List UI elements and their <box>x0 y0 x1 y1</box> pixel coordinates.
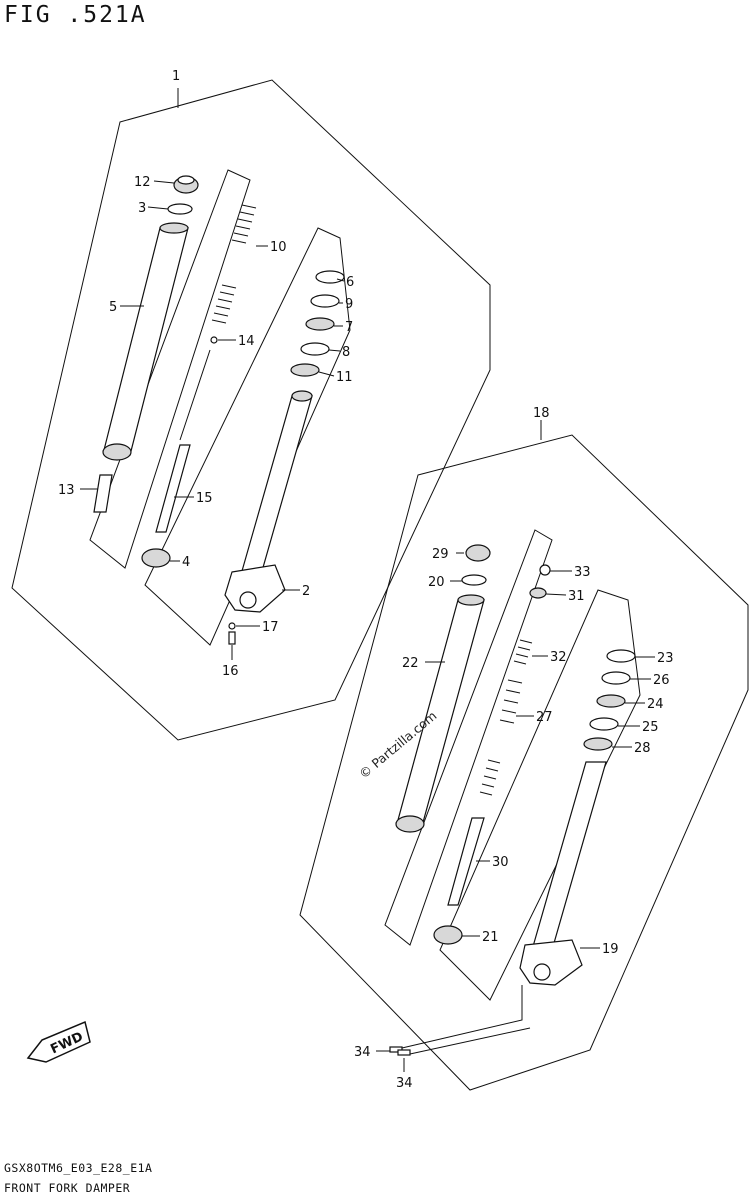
part-13-guide <box>93 474 113 513</box>
part-25-clip <box>589 717 619 731</box>
callout-34-bottom: 34 <box>396 1076 413 1091</box>
callout-27: 27 <box>536 710 553 725</box>
fwd-arrow-icon: FWD <box>26 1020 91 1063</box>
part-15-cartridge <box>155 444 191 533</box>
part-11-bushing <box>290 363 320 377</box>
part-32-spring <box>513 639 533 665</box>
part-34-bolt-b <box>397 1049 411 1056</box>
part-14-bolt <box>210 336 218 344</box>
callout-7: 7 <box>345 320 353 335</box>
part-inner-tube-top <box>291 390 313 402</box>
callout-23: 23 <box>657 651 674 666</box>
callout-21: 21 <box>482 930 499 945</box>
callout-16: 16 <box>222 664 239 679</box>
part-19-axle-holder <box>519 939 583 986</box>
part-17-washer <box>228 622 236 630</box>
callout-24: 24 <box>647 697 664 712</box>
part-29-cap <box>465 544 491 562</box>
callout-2: 2 <box>302 584 310 599</box>
part-15-rod <box>179 349 211 441</box>
figure-title: FIG .521A <box>4 2 147 28</box>
part-3-o-ring <box>167 203 193 215</box>
part-30-cartridge <box>447 817 485 906</box>
part-spring-lower-right <box>479 759 501 796</box>
part-8-clip <box>300 342 330 356</box>
part-inner-tube <box>237 395 313 586</box>
part-16-bolt <box>228 631 236 645</box>
part-6-seal <box>315 270 345 284</box>
part-inner-tube-right <box>531 761 607 951</box>
part-28-bushing <box>583 737 613 751</box>
part-21-bushing <box>433 925 463 945</box>
callout-15: 15 <box>196 491 213 506</box>
part-12-cap-top <box>177 175 195 185</box>
left-assembly-outline <box>11 79 491 741</box>
part-22-tube-bottom <box>395 815 425 833</box>
callout-4: 4 <box>182 555 190 570</box>
part-7-seal <box>305 317 335 331</box>
callout-25: 25 <box>642 720 659 735</box>
callout-8: 8 <box>342 345 350 360</box>
part-20-o-ring <box>461 574 487 586</box>
callout-22: 22 <box>402 656 419 671</box>
callout-10: 10 <box>270 240 287 255</box>
callout-26: 26 <box>653 673 670 688</box>
callout-6: 6 <box>346 275 354 290</box>
callout-30: 30 <box>492 855 509 870</box>
callout-18: 18 <box>533 406 550 421</box>
callout-17: 17 <box>262 620 279 635</box>
footer-model-code: GSX8OTM6_E03_E28_E1A <box>4 1161 153 1175</box>
callout-34-left: 34 <box>354 1045 371 1060</box>
part-5-tube-bottom <box>102 443 132 461</box>
callout-13: 13 <box>58 483 75 498</box>
part-24-seal <box>596 694 626 708</box>
right-assembly-outline <box>299 434 749 1091</box>
callout-33: 33 <box>574 565 591 580</box>
callout-20: 20 <box>428 575 445 590</box>
part-5-tube-top <box>159 222 189 234</box>
part-10-spring <box>231 204 257 244</box>
callout-3: 3 <box>138 201 146 216</box>
part-22-outer-tube <box>397 599 485 827</box>
part-23-seal <box>606 649 636 663</box>
footer-section-name: FRONT FORK DAMPER <box>4 1181 131 1195</box>
callout-14: 14 <box>238 334 255 349</box>
part-spring-lower <box>211 284 237 324</box>
callout-19: 19 <box>602 942 619 957</box>
callout-leaders <box>80 180 655 1072</box>
part-2-axle-hole <box>239 591 257 609</box>
callout-11: 11 <box>336 370 353 385</box>
part-33-nut <box>539 564 551 576</box>
callout-12: 12 <box>134 175 151 190</box>
callout-29: 29 <box>432 547 449 562</box>
part-9-washer <box>310 294 340 308</box>
part-19-axle-hole <box>533 963 551 981</box>
bolt-leader-lines <box>401 985 531 1055</box>
part-5-outer-tube <box>103 227 189 456</box>
part-27-spring <box>499 679 523 724</box>
callout-28: 28 <box>634 741 651 756</box>
part-31-collar <box>529 587 547 599</box>
callout-5: 5 <box>109 300 117 315</box>
callout-32: 32 <box>550 650 567 665</box>
callout-9: 9 <box>345 297 353 312</box>
callout-1: 1 <box>172 69 180 84</box>
right-spring-box <box>384 529 553 946</box>
part-4-bushing <box>141 548 171 568</box>
part-26-washer <box>601 671 631 685</box>
part-22-tube-top <box>457 594 485 606</box>
callout-31: 31 <box>568 589 585 604</box>
